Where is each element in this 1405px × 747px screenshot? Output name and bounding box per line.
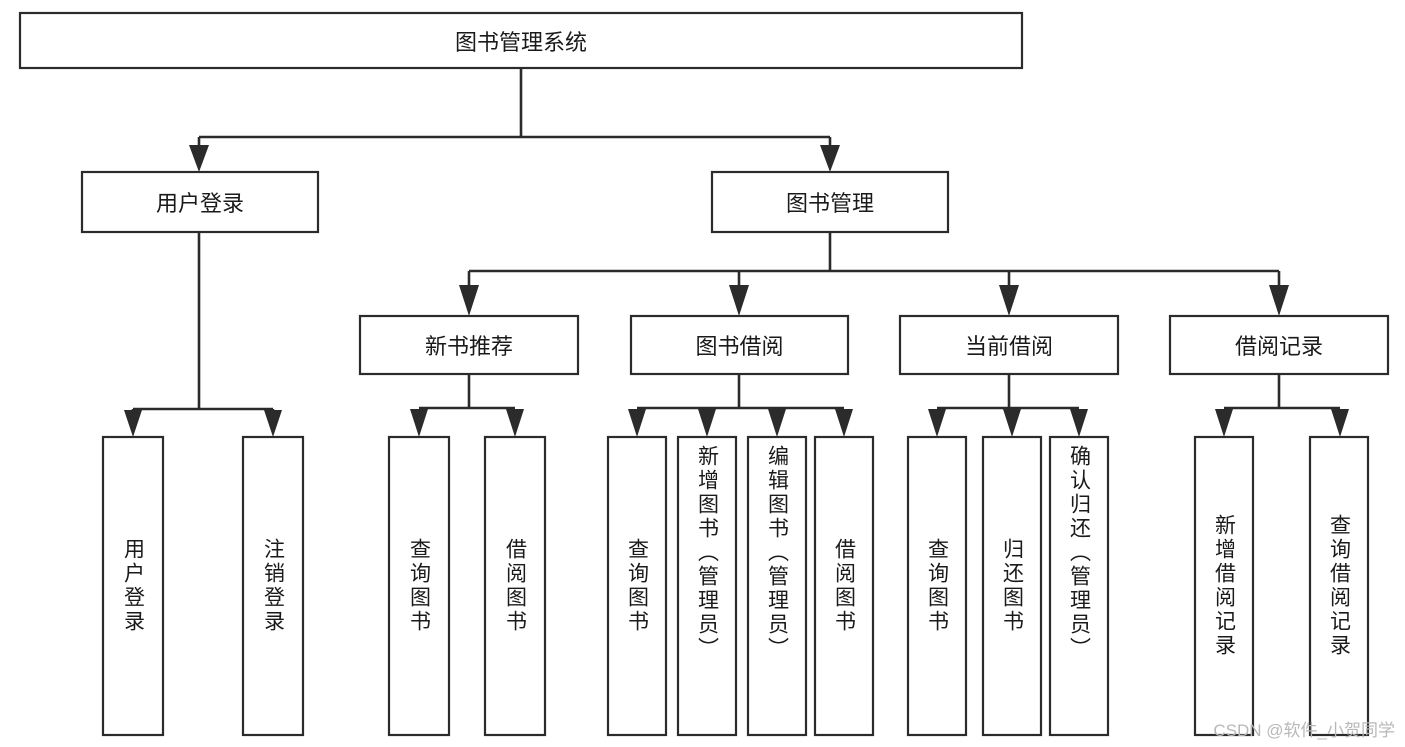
arrow-head-current [999, 285, 1019, 316]
arrow-head-nb-borrow [506, 409, 524, 437]
connector-group-root [189, 68, 840, 172]
node-box-leaf-cu-confirm[interactable] [1048, 435, 1110, 737]
arrow-head-bo-borrow [835, 409, 853, 437]
arrow-head-nb-query [410, 409, 428, 437]
connector-group-login [124, 232, 282, 437]
connector-group-bookmgmt [459, 232, 1289, 316]
arrow-head-re-query [1331, 409, 1349, 437]
node-box-leaf-re-add[interactable] [1193, 435, 1255, 737]
arrow-head-re-add [1215, 409, 1233, 437]
arrow-head-bo-add [698, 409, 716, 437]
node-box-leaf-nb-query[interactable] [387, 435, 451, 737]
arrow-head-cu-return [1003, 409, 1021, 437]
arrow-head-newbook [459, 285, 479, 316]
node-box-root[interactable] [18, 11, 1024, 70]
arrow-head-borrow [729, 285, 749, 316]
node-box-leaf-bo-query[interactable] [606, 435, 668, 737]
arrow-head-bo-edit [768, 409, 786, 437]
connector-group-current [928, 374, 1088, 437]
connector-group-newbook [410, 374, 524, 437]
node-box-leaf-bo-add[interactable] [676, 435, 738, 737]
arrow-head-bookmgmt [820, 145, 840, 172]
connector-group-borrow [628, 374, 853, 437]
node-box-leaf-cu-query[interactable] [906, 435, 968, 737]
node-box-leaf-bo-edit[interactable] [746, 435, 808, 737]
node-box-leaf-nb-borrow[interactable] [483, 435, 547, 737]
node-box-leaf-user-login[interactable] [101, 435, 165, 737]
node-box-leaf-bo-borrow[interactable] [813, 435, 875, 737]
node-box-current[interactable] [898, 314, 1120, 376]
connector-group-records [1215, 374, 1349, 437]
arrow-head-cu-query [928, 409, 946, 437]
node-box-login[interactable] [80, 170, 320, 234]
arrow-head-bo-query [628, 409, 646, 437]
node-box-leaf-user-logout[interactable] [241, 435, 305, 737]
arrow-head-login [189, 145, 209, 172]
node-box-leaf-re-query[interactable] [1308, 435, 1370, 737]
arrow-head-user-login [124, 410, 142, 437]
node-box-borrow[interactable] [629, 314, 850, 376]
node-box-records[interactable] [1168, 314, 1390, 376]
arrow-head-records [1269, 285, 1289, 316]
node-box-bookmgmt[interactable] [710, 170, 950, 234]
node-box-leaf-cu-return[interactable] [981, 435, 1043, 737]
arrow-head-user-logout [264, 410, 282, 437]
arrow-head-cu-confirm [1070, 409, 1088, 437]
node-box-newbook[interactable] [358, 314, 580, 376]
